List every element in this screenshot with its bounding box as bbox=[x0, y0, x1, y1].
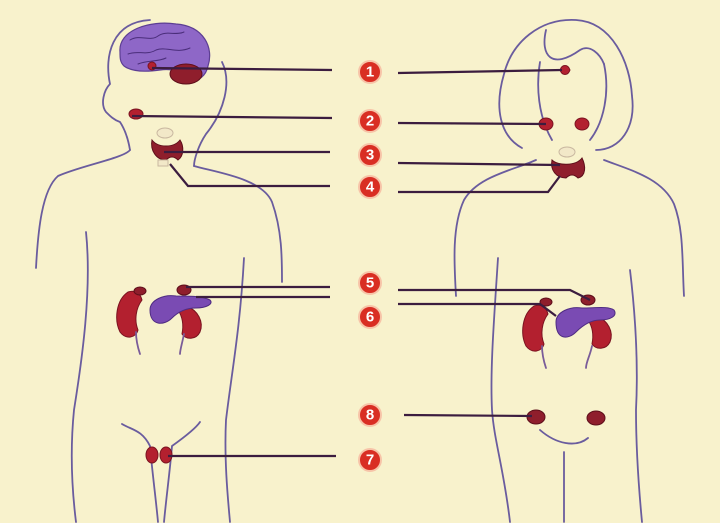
badge-7-circle bbox=[358, 448, 382, 472]
badge-7: 7 bbox=[358, 448, 382, 472]
badge-1-circle bbox=[358, 60, 382, 84]
leader-1-left bbox=[151, 66, 333, 72]
female-pancreas bbox=[555, 307, 616, 338]
badge-8: 8 bbox=[358, 403, 382, 427]
badge-6-circle bbox=[358, 305, 382, 329]
badge-6-label: 6 bbox=[366, 309, 374, 326]
male-pancreas bbox=[149, 295, 212, 324]
leader-lines bbox=[131, 66, 591, 458]
badge-7-label: 7 bbox=[366, 452, 374, 469]
female-ureters bbox=[541, 345, 593, 369]
badge-5: 5 bbox=[358, 271, 382, 295]
leader-4-left bbox=[169, 163, 330, 188]
badge-3: 3 bbox=[358, 143, 382, 167]
male-head-outline bbox=[102, 19, 228, 167]
badge-4: 4 bbox=[358, 175, 382, 199]
leader-2-left bbox=[131, 114, 333, 120]
badge-2: 2 bbox=[358, 109, 382, 133]
badge-6: 6 bbox=[358, 305, 382, 329]
male-gland-2 bbox=[128, 108, 144, 120]
leader-6-right bbox=[398, 302, 557, 317]
female-ovary-right bbox=[586, 410, 606, 426]
male-figure bbox=[35, 19, 283, 523]
male-cerebellum bbox=[169, 63, 203, 85]
badge-4-circle bbox=[358, 175, 382, 199]
female-larynx bbox=[558, 146, 576, 158]
male-testis-left bbox=[145, 446, 159, 464]
male-parathyroid bbox=[157, 159, 169, 167]
leader-2-right bbox=[397, 121, 547, 126]
female-pelvis-outline bbox=[539, 429, 589, 523]
badge-4-label: 4 bbox=[366, 179, 375, 196]
female-kidney-left bbox=[522, 304, 549, 352]
badge-3-label: 3 bbox=[366, 147, 374, 164]
male-adrenal-left bbox=[133, 286, 147, 296]
leader-5-right bbox=[398, 288, 591, 301]
female-gland-2-right bbox=[574, 117, 590, 131]
female-adrenal-left bbox=[539, 297, 553, 307]
badge-2-circle bbox=[358, 109, 382, 133]
badge-2-label: 2 bbox=[366, 113, 374, 130]
number-badges: 1 2 3 4 5 6 8 7 bbox=[358, 60, 382, 472]
badge-5-label: 5 bbox=[366, 275, 374, 292]
leader-1-right bbox=[397, 68, 563, 75]
female-pituitary bbox=[559, 65, 571, 75]
female-hair-outline bbox=[498, 19, 634, 151]
male-torso-outline bbox=[35, 149, 283, 523]
female-torso-outline bbox=[453, 159, 685, 523]
leader-3-right bbox=[397, 161, 561, 167]
badge-8-label: 8 bbox=[366, 407, 374, 424]
female-figure bbox=[453, 19, 685, 523]
male-pelvis-outline bbox=[121, 421, 201, 523]
leader-8 bbox=[403, 413, 533, 418]
badge-5-circle bbox=[358, 271, 382, 295]
badge-3-circle bbox=[358, 143, 382, 167]
male-thyroid bbox=[151, 138, 184, 161]
badge-1: 1 bbox=[358, 60, 382, 84]
male-brain-folds bbox=[127, 31, 191, 65]
leader-4-right bbox=[398, 175, 561, 194]
female-thyroid bbox=[551, 157, 586, 179]
badge-8-circle bbox=[358, 403, 382, 427]
male-larynx bbox=[156, 127, 174, 139]
male-kidney-left bbox=[116, 290, 143, 338]
badge-1-label: 1 bbox=[366, 64, 374, 81]
male-ureters bbox=[135, 331, 185, 355]
